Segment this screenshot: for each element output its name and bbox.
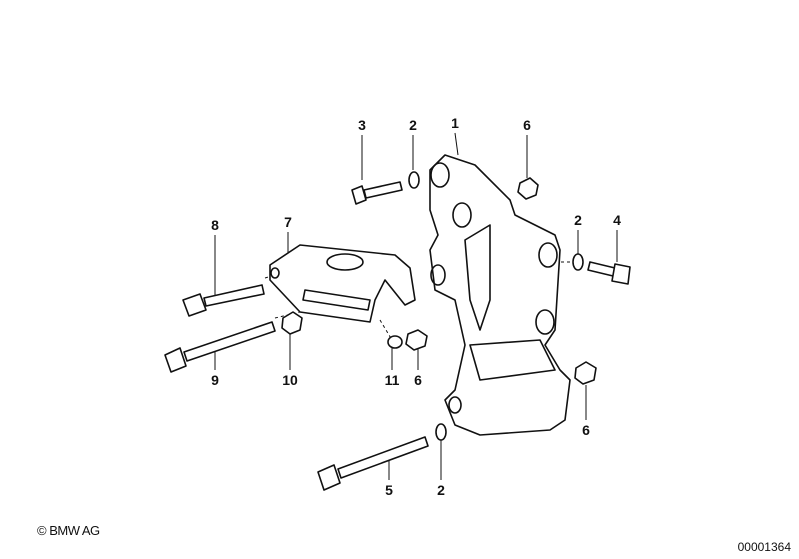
- callout-2: 2: [437, 482, 445, 498]
- nut-6: [405, 329, 428, 351]
- callout-6: 6: [523, 117, 531, 133]
- bolt-part-4: [587, 261, 631, 285]
- callout-5: 5: [385, 482, 393, 498]
- callout-10: 10: [282, 372, 298, 388]
- washer-11: [387, 335, 403, 349]
- callout-2: 2: [574, 212, 582, 228]
- nut-6: [574, 361, 597, 385]
- callout-11: 11: [384, 372, 400, 388]
- callout-4: 4: [613, 212, 621, 228]
- adjusting-bracket-part-7: [269, 244, 416, 323]
- washer-2: [435, 423, 447, 441]
- bolt-part-3: [351, 181, 403, 205]
- bolt-part-9: [164, 321, 276, 373]
- callout-6: 6: [582, 422, 590, 438]
- callout-1: 1: [451, 115, 459, 131]
- callout-2: 2: [409, 117, 417, 133]
- washer-2: [408, 171, 420, 189]
- nut-6: [517, 177, 539, 200]
- callout-9: 9: [211, 372, 219, 388]
- copyright-text: © BMW AG: [37, 523, 100, 538]
- nut-10: [281, 311, 303, 335]
- main-bracket-part-1: [429, 154, 571, 436]
- bolt-part-5: [317, 436, 429, 491]
- callout-8: 8: [211, 217, 219, 233]
- bolt-part-8: [182, 284, 265, 317]
- washer-2: [572, 253, 584, 271]
- callout-6: 6: [414, 372, 422, 388]
- leader-lines: [214, 132, 618, 480]
- callout-3: 3: [358, 117, 366, 133]
- diagram-number: 00001364: [737, 540, 791, 554]
- callout-7: 7: [284, 214, 292, 230]
- washers-and-nuts: [281, 171, 597, 441]
